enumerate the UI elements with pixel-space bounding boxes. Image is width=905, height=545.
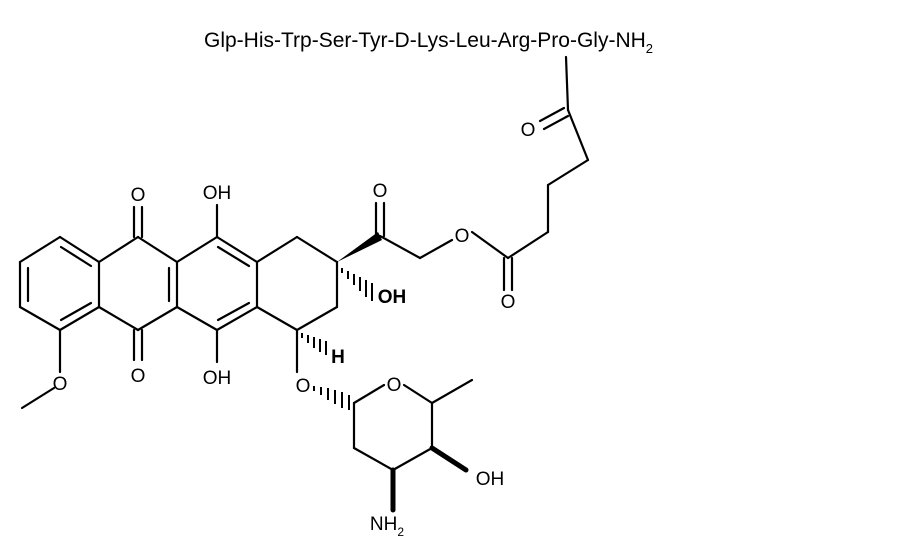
sugar-oh: OH xyxy=(476,469,505,490)
sugar-ring-bonds xyxy=(352,378,474,513)
ester-link-o: O xyxy=(455,226,470,247)
sugar-ring-o: O xyxy=(387,375,402,396)
methoxy-bonds xyxy=(20,328,62,410)
sugar-nh2: NH2 xyxy=(370,514,404,539)
side-chain-bonds xyxy=(337,55,590,292)
hashed-bond-oh xyxy=(341,268,373,301)
methoxy-o: O xyxy=(53,374,68,395)
hashed-bond-h xyxy=(301,333,327,355)
ring-a-bonds xyxy=(18,235,101,332)
wedge-bond-c9 xyxy=(337,232,382,262)
stereo-h: H xyxy=(331,347,345,368)
ring-b-bonds xyxy=(97,205,179,362)
hashed-bond-glycosidic xyxy=(313,386,350,410)
ring-d-bonds xyxy=(255,235,339,332)
ring-c-bonds xyxy=(175,203,259,364)
quinone-o-bottom: O xyxy=(131,366,146,387)
linker-ketone-o: O xyxy=(521,120,536,141)
ester-carbonyl-o: O xyxy=(501,292,516,313)
phenol-oh-bottom: OH xyxy=(203,368,232,389)
phenol-oh-top: OH xyxy=(203,183,232,204)
glycosidic-o: O xyxy=(296,376,311,397)
side-ketone-o: O xyxy=(373,181,388,202)
quinone-o-top: O xyxy=(131,185,146,206)
tertiary-oh: OH xyxy=(378,287,407,308)
peptide-chain-label: Glp-His-Trp-Ser-Tyr-D-Lys-Leu-Arg-Pro-Gl… xyxy=(204,29,653,56)
